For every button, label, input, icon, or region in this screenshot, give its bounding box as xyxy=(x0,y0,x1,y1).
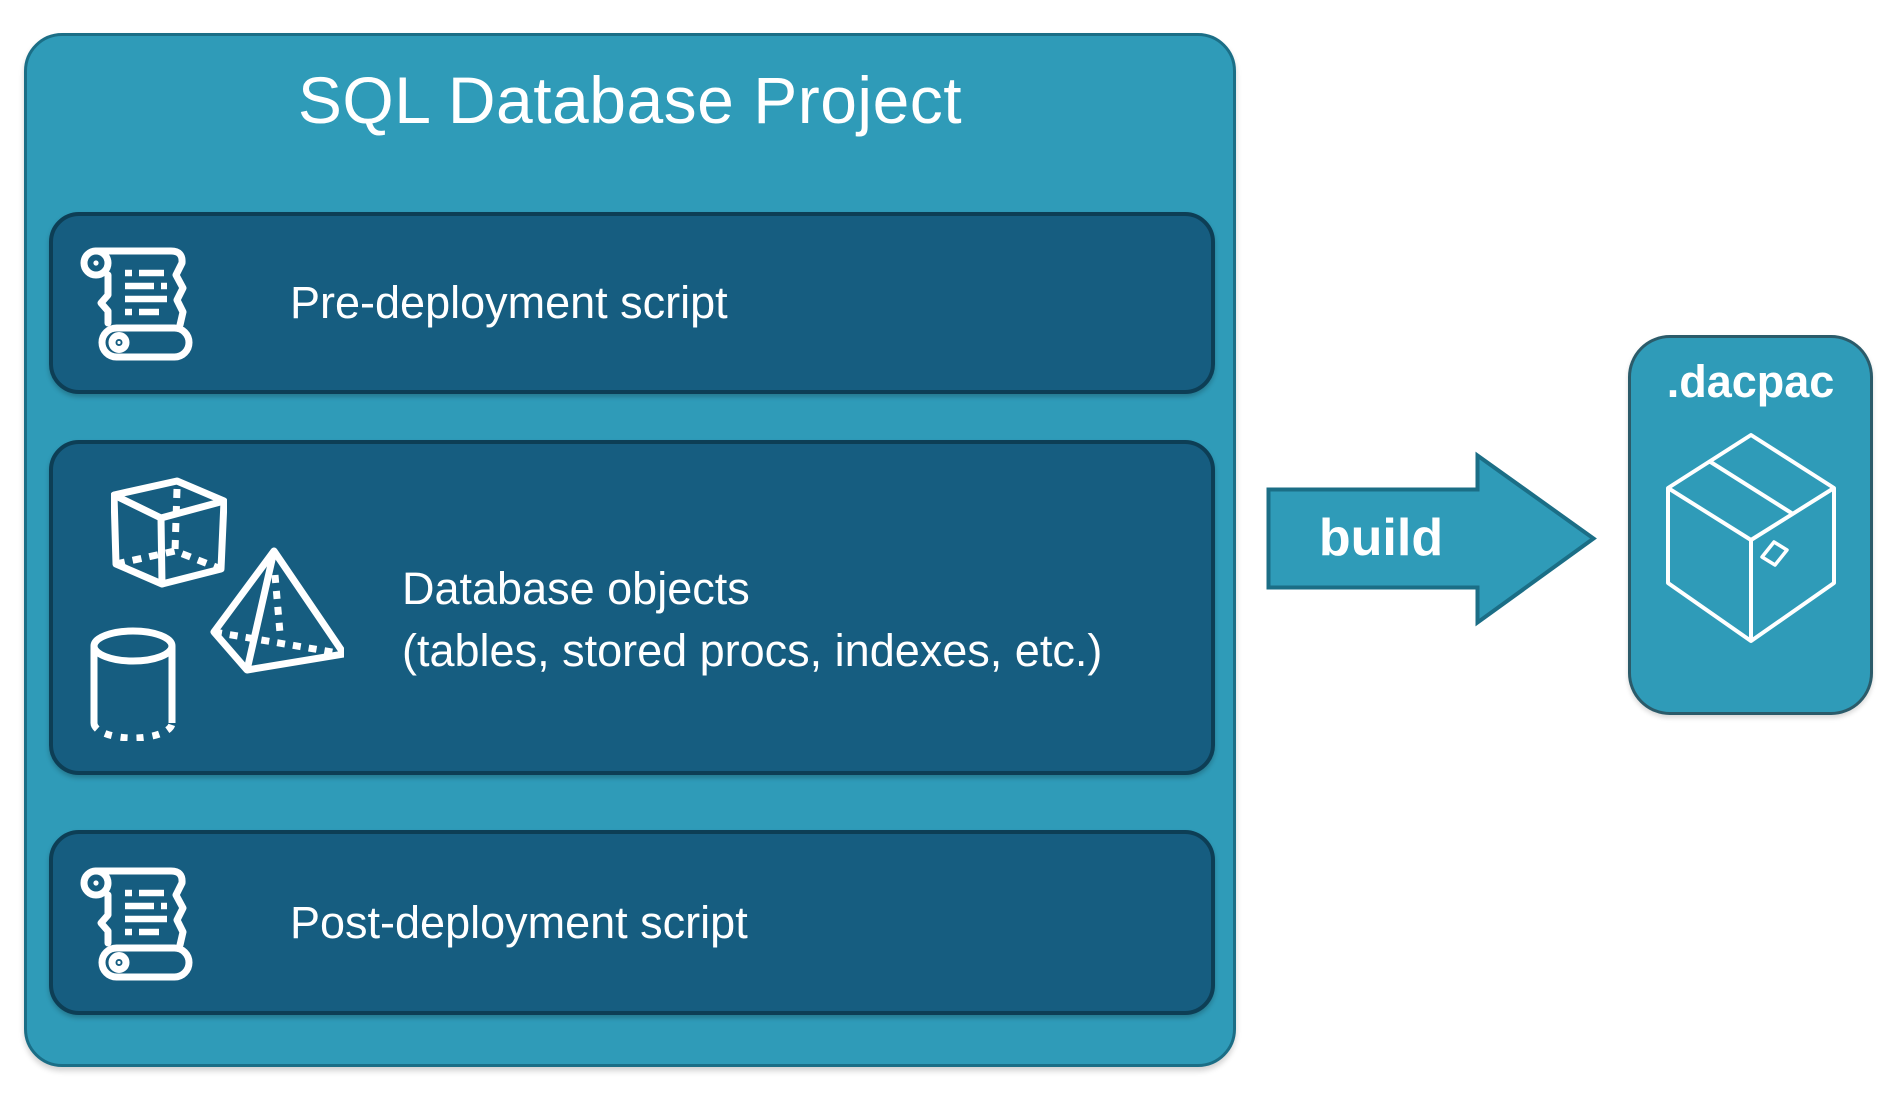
build-arrow-label: build xyxy=(1318,509,1444,567)
sql-project-box: SQL Database Project Pre-deployment scri… xyxy=(24,33,1236,1067)
section-pre-deployment: Pre-deployment script xyxy=(49,212,1215,394)
objects-label-line2: (tables, stored procs, indexes, etc.) xyxy=(402,625,1103,676)
project-title: SQL Database Project xyxy=(297,63,963,137)
dacpac-box: .dacpac xyxy=(1628,335,1873,715)
scroll-icon xyxy=(80,243,202,363)
objects-label-line1: Database objects xyxy=(402,563,750,614)
build-arrow-shape xyxy=(1266,451,1597,627)
scroll-icon xyxy=(80,863,202,983)
cylinder-icon xyxy=(87,626,179,741)
pyramid-icon xyxy=(209,547,344,674)
section-database-objects: Database objects (tables, stored procs, … xyxy=(49,440,1215,775)
package-icon xyxy=(1661,432,1841,644)
section-label: Pre-deployment script xyxy=(290,277,728,328)
section-label: Post-deployment script xyxy=(290,896,748,948)
cube-icon xyxy=(111,477,227,591)
section-post-deployment: Post-deployment script xyxy=(49,830,1215,1015)
dacpac-label: .dacpac xyxy=(1666,356,1835,407)
